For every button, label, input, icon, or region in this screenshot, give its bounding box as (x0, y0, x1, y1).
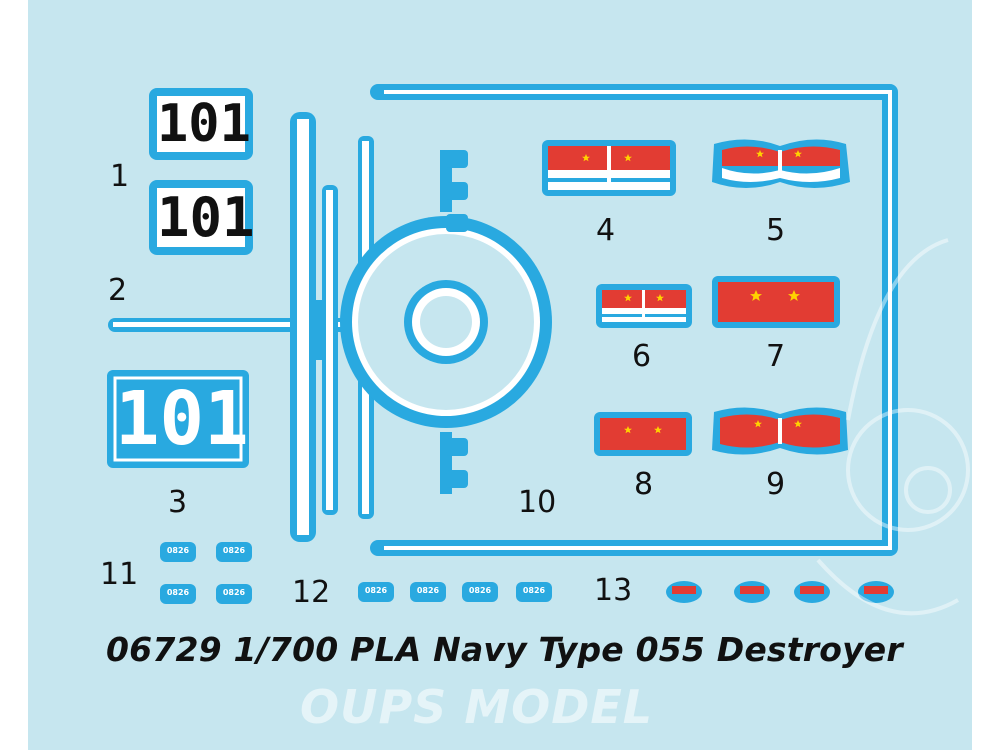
decal-label-8: 8 (634, 467, 654, 502)
decal-label-9: 9 (766, 467, 786, 502)
decal-12-badge-text: 0826 (416, 586, 440, 595)
decal-label-1: 1 (110, 159, 130, 194)
decal-11-badge-text: 0826 (222, 588, 246, 597)
decal-1-text-top: 101 (157, 94, 251, 154)
decal-label-13: 13 (594, 573, 633, 608)
decal-artwork (107, 84, 970, 616)
decal-1-hull-number-bottom (149, 180, 253, 255)
decal-3-text: 101 (115, 376, 249, 462)
decal-11-badge-text: 0826 (166, 546, 190, 555)
watermark-logo (816, 238, 970, 616)
decal-11-badges (160, 542, 252, 604)
product-title: 06729 1/700 PLA Navy Type 055 Destroyer (106, 630, 903, 669)
decal-6-ensign-small (596, 284, 692, 328)
decal-label-4: 4 (596, 213, 616, 248)
decal-label-2: 2 (108, 273, 128, 308)
decal-13-mini-ensigns (666, 581, 894, 603)
decal-3-hull-number-large (107, 370, 249, 468)
decal-12-badge-text: 0826 (522, 586, 546, 595)
decal-8-flag-small (594, 412, 692, 456)
decal-12-badges (358, 582, 552, 602)
decal-12-badge-text: 0826 (364, 586, 388, 595)
decal-10-deck-frame (370, 84, 898, 556)
watermark-text: OUPS MODEL (300, 680, 654, 734)
decal-label-7: 7 (766, 339, 786, 374)
decal-9-flag-waving (712, 407, 848, 455)
decal-5-ensign-waving (712, 139, 850, 188)
decal-label-11: 11 (100, 557, 139, 592)
decal-7-flag (712, 276, 840, 328)
decal-sheet: 101 101 101 0826 0826 0826 0826 0826 082… (28, 0, 972, 750)
decal-11-badge-text: 0826 (166, 588, 190, 597)
decal-label-12: 12 (292, 575, 331, 610)
decal-label-10: 10 (518, 485, 557, 520)
decal-label-5: 5 (766, 213, 786, 248)
decal-1-hull-number-top (149, 88, 253, 160)
decal-4-ensign (542, 140, 676, 196)
decal-label-6: 6 (632, 339, 652, 374)
decal-1-text-bottom: 101 (157, 186, 255, 249)
decal-label-3: 3 (168, 485, 188, 520)
decal-10-deck-circle (340, 150, 552, 494)
decal-12-badge-text: 0826 (468, 586, 492, 595)
decal-11-badge-text: 0826 (222, 546, 246, 555)
